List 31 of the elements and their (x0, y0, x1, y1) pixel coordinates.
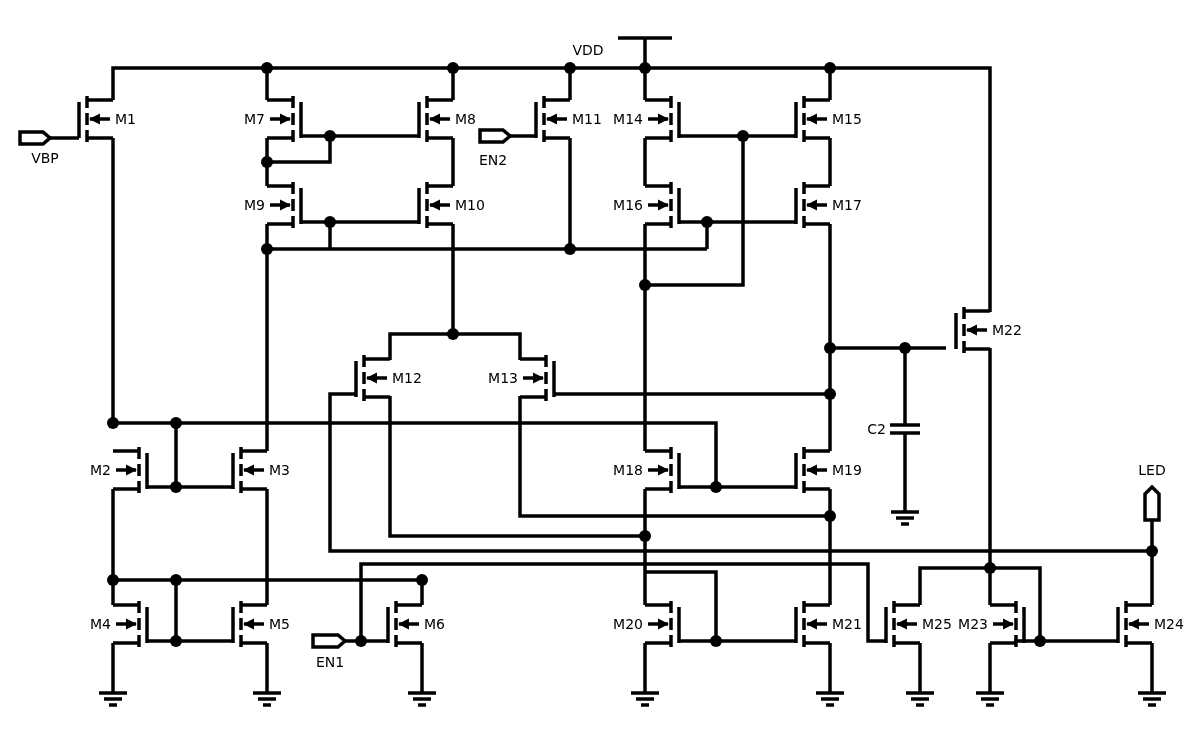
pin-label: EN2 (478, 151, 508, 169)
component-label: M18 (613, 461, 643, 479)
component-label: M1 (115, 110, 136, 128)
component-label: M21 (832, 615, 862, 633)
pin-label: EN1 (315, 653, 345, 671)
component-label: M19 (832, 461, 862, 479)
component-label: M7 (244, 110, 265, 128)
pin-label: VDD (572, 41, 604, 59)
component-label: M11 (572, 110, 602, 128)
component-label: M4 (90, 615, 111, 633)
component-label: M22 (992, 321, 1022, 339)
component-label: M8 (455, 110, 476, 128)
pin-label: VBP (31, 149, 59, 167)
component-label: M24 (1154, 615, 1184, 633)
component-label: M6 (424, 615, 445, 633)
pin-label: LED (1138, 461, 1166, 479)
component-label: M16 (613, 196, 643, 214)
component-label: M25 (922, 615, 952, 633)
component-label: M2 (90, 461, 111, 479)
component-label: M5 (269, 615, 290, 633)
component-label: M17 (832, 196, 862, 214)
component-label: M20 (613, 615, 643, 633)
component-label: M15 (832, 110, 862, 128)
component-label: C2 (867, 420, 886, 438)
component-label: M13 (488, 369, 518, 387)
component-label: M14 (613, 110, 643, 128)
component-label: M23 (958, 615, 988, 633)
component-label: M9 (244, 196, 265, 214)
component-label: M12 (392, 369, 422, 387)
component-label: M10 (455, 196, 485, 214)
component-label: M3 (269, 461, 290, 479)
